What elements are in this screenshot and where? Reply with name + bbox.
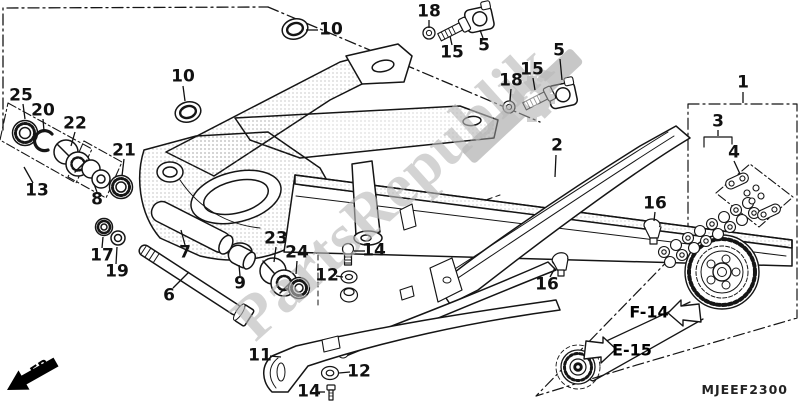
part-label-4: 4 bbox=[728, 142, 740, 163]
leader-line-25 bbox=[22, 103, 26, 120]
leader-line-10 bbox=[182, 85, 186, 102]
label-bracket bbox=[703, 136, 733, 148]
part-label-18: 18 bbox=[499, 70, 523, 91]
part-label-23: 23 bbox=[264, 228, 288, 249]
dust-seals bbox=[174, 17, 309, 124]
part-label-3: 3 bbox=[712, 111, 724, 132]
leader-line-12 bbox=[335, 275, 344, 278]
part-label-12: 12 bbox=[315, 265, 339, 286]
leader-line-24 bbox=[295, 260, 298, 275]
leader-line-22 bbox=[70, 131, 76, 147]
leader-line-11 bbox=[269, 355, 282, 358]
part-label-11: 11 bbox=[248, 345, 272, 366]
leader-line-4 bbox=[733, 160, 741, 175]
chain-guard bbox=[429, 125, 691, 305]
leader-line-9 bbox=[238, 264, 241, 277]
part-label-2: 2 bbox=[551, 135, 563, 156]
part-label-6: 6 bbox=[163, 285, 175, 306]
part-label-20: 20 bbox=[31, 100, 55, 121]
leader-line-12 bbox=[338, 371, 351, 374]
part-label-9: 9 bbox=[234, 273, 246, 294]
part-label-24: 24 bbox=[285, 242, 309, 263]
leader-line-5 bbox=[479, 29, 484, 39]
guard-bolts bbox=[551, 218, 662, 277]
part-label-16: 16 bbox=[535, 274, 559, 295]
part-label-21: 21 bbox=[112, 140, 136, 161]
fr-arrow-icon bbox=[7, 357, 59, 390]
part-label-18: 18 bbox=[417, 1, 441, 22]
pivot-shaft bbox=[138, 244, 255, 327]
pivot-bearings bbox=[11, 119, 311, 300]
part-label-25: 25 bbox=[9, 85, 33, 106]
part-label-13: 13 bbox=[25, 180, 49, 201]
part-label-17: 17 bbox=[90, 245, 114, 266]
part-label-7: 7 bbox=[179, 242, 191, 263]
part-label-22: 22 bbox=[63, 113, 87, 134]
leader-line-16 bbox=[549, 267, 556, 278]
part-label-14: 14 bbox=[362, 240, 386, 261]
part-label-5: 5 bbox=[478, 35, 490, 56]
part-label-10: 10 bbox=[171, 66, 195, 87]
leader-line-20 bbox=[42, 118, 45, 132]
slider-fasteners bbox=[320, 242, 359, 401]
part-label-15: 15 bbox=[520, 59, 544, 80]
chain-slider bbox=[263, 299, 561, 393]
part-label-16: 16 bbox=[643, 193, 667, 214]
ref-label-e15: E-15 bbox=[612, 340, 652, 360]
master-link-kit bbox=[725, 172, 781, 221]
leader-line-15 bbox=[449, 35, 453, 46]
leader-line-23 bbox=[273, 246, 277, 263]
part-label-12: 12 bbox=[347, 361, 371, 382]
leader-line-2 bbox=[554, 154, 557, 178]
leader-line-16 bbox=[653, 211, 656, 222]
leader-line-13 bbox=[23, 166, 34, 184]
pivot-collar bbox=[150, 200, 257, 270]
part-label-5: 5 bbox=[553, 40, 565, 61]
leader-line-8 bbox=[93, 183, 98, 193]
leader-line-17 bbox=[101, 236, 104, 249]
leader-line-15 bbox=[532, 77, 536, 91]
part-label-19: 19 bbox=[105, 261, 129, 282]
leader-line-18 bbox=[509, 88, 512, 102]
leader-line-5 bbox=[559, 58, 563, 81]
leader-line-6 bbox=[172, 271, 190, 289]
part-label-8: 8 bbox=[91, 189, 103, 210]
part-label-1: 1 bbox=[737, 72, 749, 93]
diagram-code: MJEEF2300 bbox=[701, 382, 788, 397]
part-label-14: 14 bbox=[297, 381, 321, 401]
part-label-10: 10 bbox=[319, 19, 343, 40]
leader-line-7 bbox=[180, 229, 186, 246]
f14-arrow-icon bbox=[667, 299, 702, 327]
part-label-15: 15 bbox=[440, 42, 464, 63]
leader-line-19 bbox=[115, 246, 118, 265]
e15-arrow-icon bbox=[583, 336, 617, 364]
ref-label-f14: F-14 bbox=[629, 302, 669, 322]
ref-arrows bbox=[583, 299, 702, 364]
leader-line-21 bbox=[121, 158, 125, 177]
drive-chain bbox=[555, 196, 761, 390]
